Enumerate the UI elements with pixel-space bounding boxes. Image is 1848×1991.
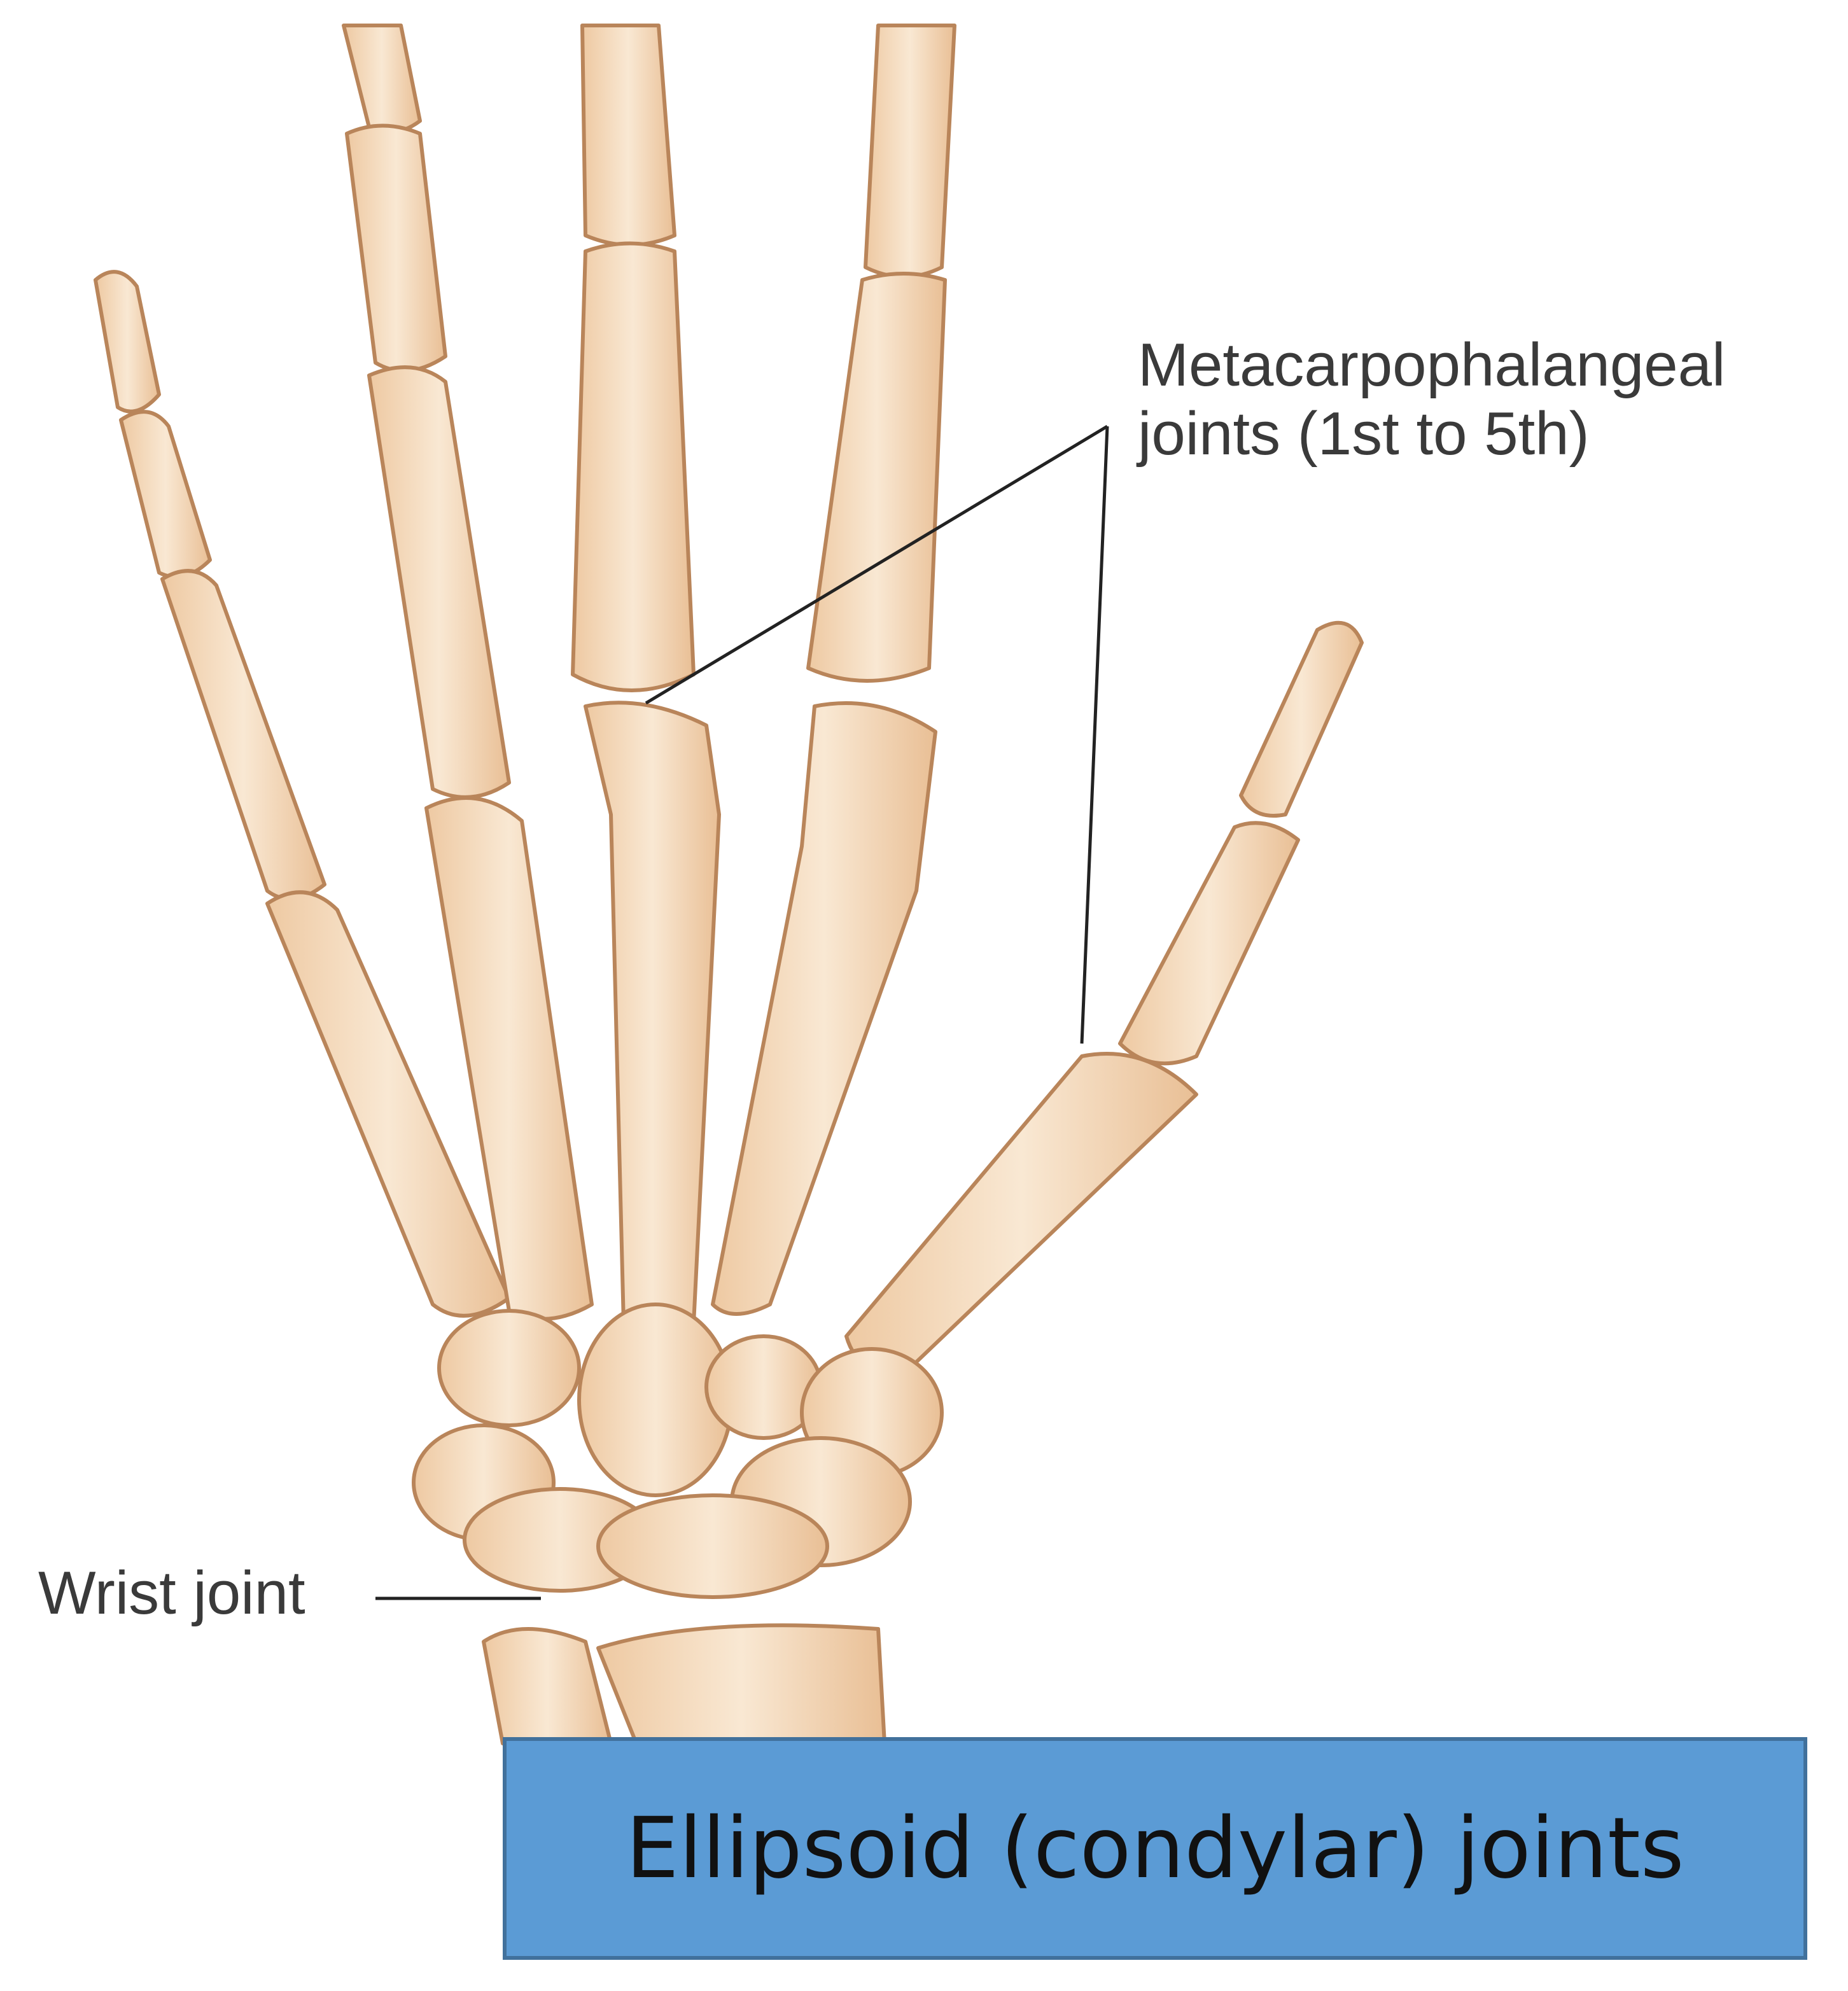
ring-finger-bones — [342, 24, 594, 1321]
middle-finger-bones — [571, 24, 721, 1335]
carpal-bones — [412, 1303, 944, 1599]
metacarpophalangeal-label: Metacarpophalangeal joints (1st to 5th) — [1138, 331, 1725, 468]
wrist-joint-label: Wrist joint — [38, 1559, 305, 1627]
mcp-leader-line-2 — [1080, 426, 1109, 1044]
index-finger-bones — [711, 24, 956, 1316]
forearm-bones — [482, 1623, 886, 1745]
mcp-label-line-2: joints (1st to 5th) — [1138, 399, 1590, 468]
mcp-label-line-1: Metacarpophalangeal — [1138, 331, 1726, 399]
caption-text: Ellipsoid (condylar) joints — [626, 1799, 1684, 1897]
caption-box: Ellipsoid (condylar) joints — [503, 1737, 1807, 1960]
little-finger-bones — [94, 270, 511, 1318]
mcp-leader-line-1 — [645, 424, 1109, 705]
